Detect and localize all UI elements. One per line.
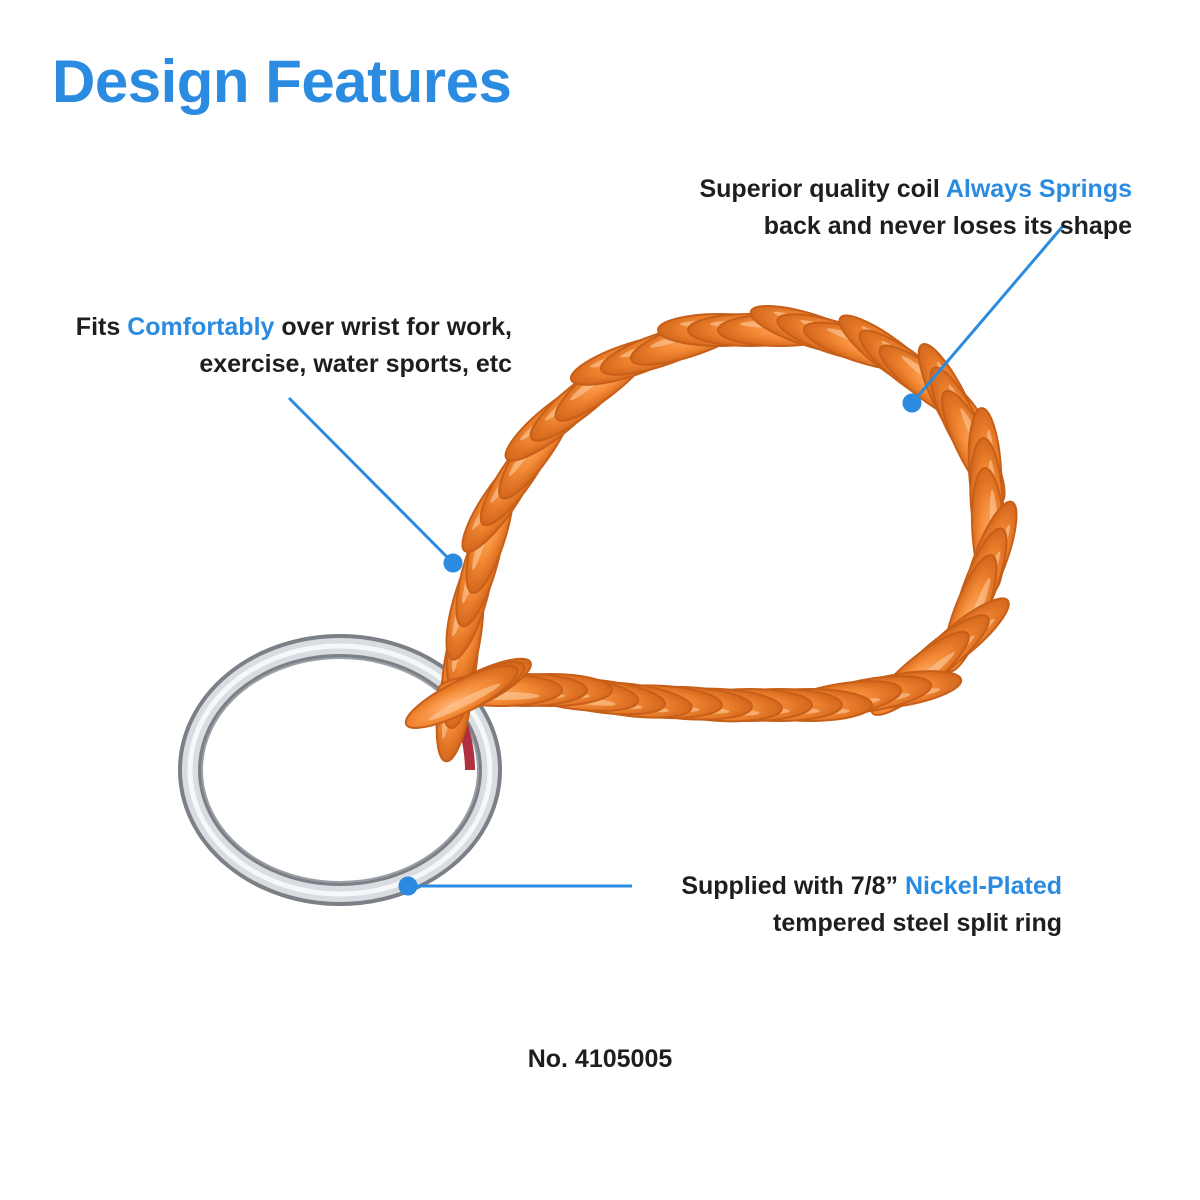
callout-coil: Superior quality coil Always Springs bac… [699, 171, 1132, 245]
callout-ring: Supplied with 7/8” Nickel-Plated tempere… [681, 868, 1062, 942]
leader-lines [287, 225, 1065, 896]
callout-coil-line2: back and never loses its shape [763, 212, 1132, 240]
leader-line-comfort [287, 396, 455, 565]
coil-loop [404, 664, 519, 729]
split-ring [178, 634, 502, 906]
leader-dot-coil [902, 393, 922, 413]
callout-coil-line1: Superior quality coil Always Springs [699, 175, 1132, 203]
coil-highlight [428, 683, 501, 721]
leader-line-coil [910, 225, 1065, 404]
callout-ring-line2: tempered steel split ring [773, 909, 1062, 937]
leader-dot-ring [398, 876, 418, 896]
coil-wristband [404, 304, 1018, 763]
callout-comfort-line2: exercise, water sports, etc [199, 350, 512, 378]
callout-ring-line1: Supplied with 7/8” Nickel-Plated [681, 872, 1062, 900]
page-title: Design Features [52, 48, 512, 115]
callout-comfort-line1: Fits Comfortably over wrist for work, [75, 313, 512, 341]
leader-dot-comfort [443, 553, 463, 573]
product-number: No. 4105005 [527, 1045, 673, 1073]
callout-comfort: Fits Comfortably over wrist for work, ex… [76, 309, 512, 383]
